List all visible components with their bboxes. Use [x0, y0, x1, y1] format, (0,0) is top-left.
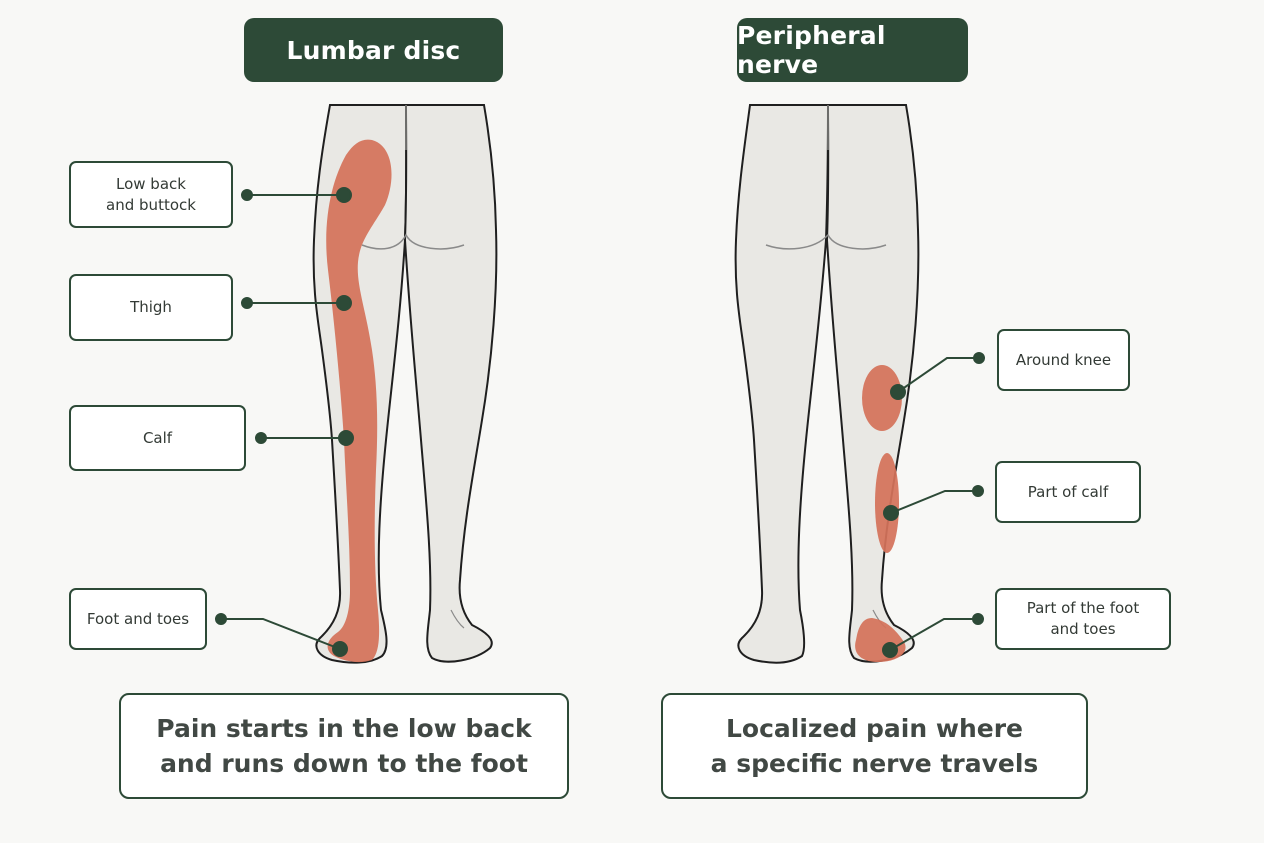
right-leader-lines	[882, 352, 985, 658]
left-leader-lines	[215, 187, 354, 657]
lumbar-disc-title: Lumbar disc	[244, 18, 503, 82]
left-knee-crease	[450, 609, 465, 629]
callout-calf: Calf	[69, 405, 246, 471]
callout-foot-and-toes: Foot and toes	[69, 588, 207, 650]
peripheral-nerve-caption: Localized pain where a specific nerve tr…	[661, 693, 1088, 799]
left-gluteal-fold	[361, 233, 465, 250]
peripheral-nerve-title: Peripheral nerve	[737, 18, 968, 82]
foot-pain-area	[855, 618, 906, 662]
calf-pain-area	[875, 453, 899, 553]
callout-low-back-buttock: Low back and buttock	[69, 161, 233, 228]
callout-thigh: Thigh	[69, 274, 233, 341]
right-figure-left-leg	[734, 104, 830, 664]
callout-part-of-calf: Part of calf	[995, 461, 1141, 523]
right-gluteal-fold	[765, 233, 887, 250]
lumbar-disc-caption: Pain starts in the low back and runs dow…	[119, 693, 569, 799]
callout-around-knee: Around knee	[997, 329, 1130, 391]
callout-part-of-foot-and-toes: Part of the foot and toes	[995, 588, 1171, 650]
left-figure-right-leg	[403, 104, 498, 663]
knee-pain-area	[862, 365, 902, 431]
lumbar-pain-path	[326, 139, 392, 663]
